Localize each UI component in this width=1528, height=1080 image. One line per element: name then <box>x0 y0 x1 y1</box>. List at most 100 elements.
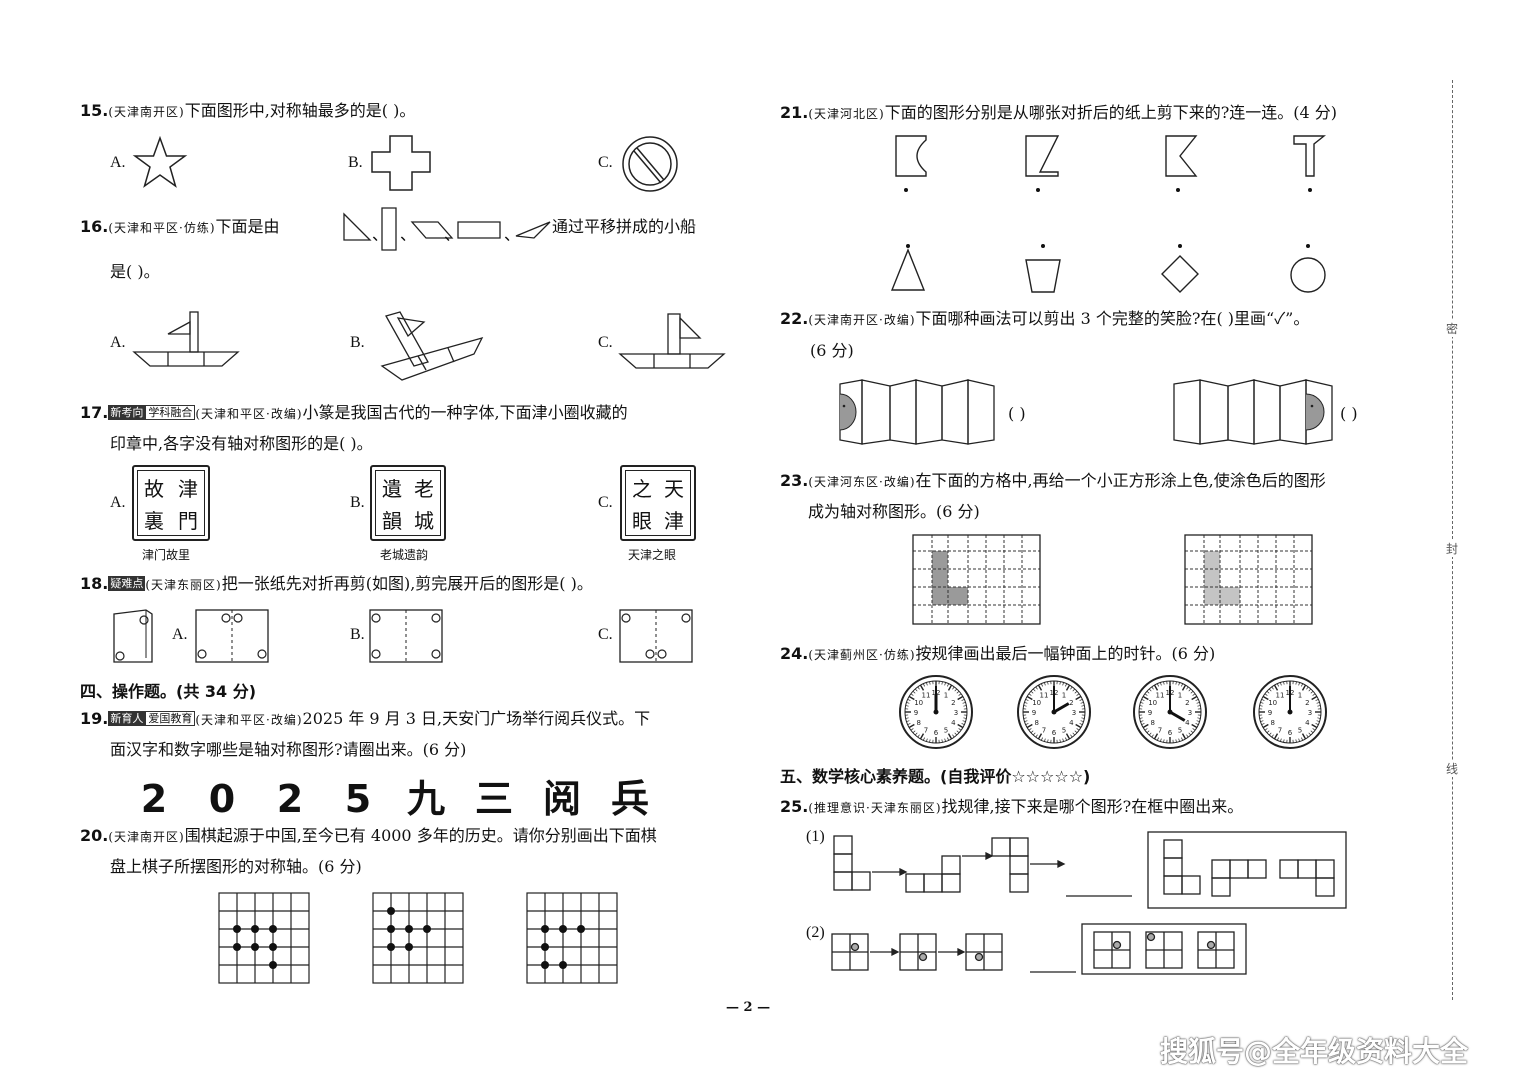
svg-text:3: 3 <box>1308 709 1312 717</box>
page-number: — 2 — <box>726 1000 771 1015</box>
q25-label-2: (2) <box>806 924 825 941</box>
q21-source: (天津河北区) <box>808 107 885 121</box>
q20-go-board-1 <box>218 892 310 984</box>
svg-text:9: 9 <box>1148 709 1152 717</box>
q22-answer-b[interactable]: ( ) <box>1340 404 1358 423</box>
svg-text:1: 1 <box>1298 692 1302 700</box>
q19-stem-line1: 19.新育人爱国教育(天津和平区·改编)2025 年 9 月 3 日,天安门广场… <box>80 708 650 731</box>
q17-option-a[interactable]: A. <box>110 494 126 511</box>
q16-option-c[interactable]: C. <box>598 334 613 351</box>
q16-boat-b <box>380 311 484 381</box>
q25-number: 25. <box>780 797 809 816</box>
svg-text:1: 1 <box>944 692 948 700</box>
svg-text:1: 1 <box>1178 692 1182 700</box>
q22-answer-a[interactable]: ( ) <box>1008 404 1026 423</box>
q16-boat-c <box>618 313 726 369</box>
svg-text:7: 7 <box>924 726 928 734</box>
svg-text:4: 4 <box>1185 719 1190 727</box>
q15-option-b[interactable]: B. <box>348 154 363 171</box>
q20-stem-line1: 20.(天津南开区)围棋起源于中国,至今已有 4000 多年的历史。请你分别画出… <box>80 825 657 848</box>
q17-text-b: 印章中,各字没有轴对称图形的是( )。 <box>110 434 373 453</box>
q17-seal-a-caption: 津门故里 <box>142 548 191 562</box>
q16-boat-a <box>132 311 240 367</box>
seal-b-char-2: 遺 <box>382 477 402 501</box>
q18-unfolded-c <box>619 609 693 663</box>
q19-text-a: 2025 年 9 月 3 日,天安门广场举行阅兵仪式。下 <box>302 709 651 728</box>
q23-number: 23. <box>780 471 809 490</box>
q25-label-1: (1) <box>806 828 825 845</box>
q23-source: (天津河东区·改编) <box>808 475 916 489</box>
q21-cut-shapes <box>890 135 1326 293</box>
q18-option-c[interactable]: C. <box>598 626 613 643</box>
section-4-heading: 四、操作题。(共 34 分) <box>80 682 257 701</box>
q16-text-c: 是( )。 <box>110 262 160 281</box>
q19-char-1[interactable]: 2 <box>140 777 168 821</box>
q19-char-8[interactable]: 兵 <box>610 777 649 821</box>
q17-option-b[interactable]: B. <box>350 494 365 511</box>
q15-option-c[interactable]: C. <box>598 154 613 171</box>
svg-text:7: 7 <box>1042 726 1046 734</box>
q16-text-a: 下面是由 <box>215 217 280 236</box>
svg-text:11: 11 <box>922 692 931 700</box>
svg-text:9: 9 <box>1032 709 1036 717</box>
q16-option-a[interactable]: A. <box>110 334 126 351</box>
q19-char-7[interactable]: 阅 <box>542 777 581 821</box>
q21-number: 21. <box>780 103 809 122</box>
q24-text: 按规律画出最后一幅钟面上的时针。(6 分) <box>915 644 1216 663</box>
seal-a-char-2: 故 <box>144 477 164 501</box>
svg-text:5: 5 <box>1062 726 1066 734</box>
q17-seal-c-caption: 天津之眼 <box>628 548 677 562</box>
svg-text:6: 6 <box>934 729 939 737</box>
q21-stem: 21.(天津河北区)下面的图形分别是从哪张对折后的纸上剪下来的?连一连。(4 分… <box>780 102 1337 125</box>
q18-unfolded-a <box>195 609 269 663</box>
svg-text:3: 3 <box>954 709 958 717</box>
q18-tag: 疑难点 <box>108 576 146 591</box>
q19-char-3[interactable]: 2 <box>276 777 304 821</box>
q22-source: (天津南开区·改编) <box>808 313 916 327</box>
q17-stem-line1: 17.新考向学科融合(天津和平区·改编)小篆是我国古代的一种字体,下面津小圈收藏… <box>80 402 628 425</box>
q16-option-b[interactable]: B. <box>350 334 365 351</box>
q15-number: 15. <box>80 101 109 120</box>
q23-grid-2 <box>1184 534 1313 625</box>
q20-number: 20. <box>80 826 109 845</box>
svg-text:2: 2 <box>951 699 955 707</box>
q16-sep-3: 、 <box>444 225 461 244</box>
q19-number: 19. <box>80 709 109 728</box>
seal-line-char-2: 封 <box>1446 540 1459 557</box>
q17-number: 17. <box>80 403 109 422</box>
q17-tag-topic: 学科融合 <box>145 405 196 420</box>
q21-text: 下面的图形分别是从哪张对折后的纸上剪下来的?连一连。(4 分) <box>884 103 1338 122</box>
q25-pattern-1 <box>833 831 1347 909</box>
q18-option-b[interactable]: B. <box>350 626 365 643</box>
q19-char-2[interactable]: 0 <box>208 777 236 821</box>
q19-char-5[interactable]: 九 <box>406 777 445 821</box>
q20-source: (天津南开区) <box>108 830 185 844</box>
svg-text:5: 5 <box>1178 726 1182 734</box>
q15-option-a[interactable]: A. <box>110 154 126 171</box>
svg-text:7: 7 <box>1158 726 1162 734</box>
q18-option-a[interactable]: A. <box>172 626 188 643</box>
q17-option-c[interactable]: C. <box>598 494 613 511</box>
q16-sep-1: 、 <box>372 225 389 244</box>
q16-sep-4: 、 <box>504 225 521 244</box>
q19-char-6[interactable]: 三 <box>474 777 513 821</box>
svg-text:2: 2 <box>1305 699 1309 707</box>
q16-stem: 16.(天津和平区·仿练)下面是由 <box>80 216 280 239</box>
q17-seal-b-caption: 老城遗韵 <box>380 548 429 562</box>
q25-source: (推理意识·天津东丽区) <box>808 801 942 815</box>
q19-char-4[interactable]: 5 <box>344 777 372 821</box>
q22-folded-paper-b <box>1173 379 1333 445</box>
svg-text:2: 2 <box>1069 699 1073 707</box>
svg-text:6: 6 <box>1052 729 1057 737</box>
svg-text:10: 10 <box>1032 699 1041 707</box>
q22-text-b: (6 分) <box>810 341 854 360</box>
svg-text:7: 7 <box>1278 726 1282 734</box>
q17-tag-new: 新考向 <box>108 405 146 420</box>
q16-text-b: 通过平移拼成的小船 <box>552 217 697 236</box>
q24-source: (天津蓟州区·仿练) <box>808 648 916 662</box>
svg-text:11: 11 <box>1276 692 1285 700</box>
q23-grid-1 <box>912 534 1041 625</box>
